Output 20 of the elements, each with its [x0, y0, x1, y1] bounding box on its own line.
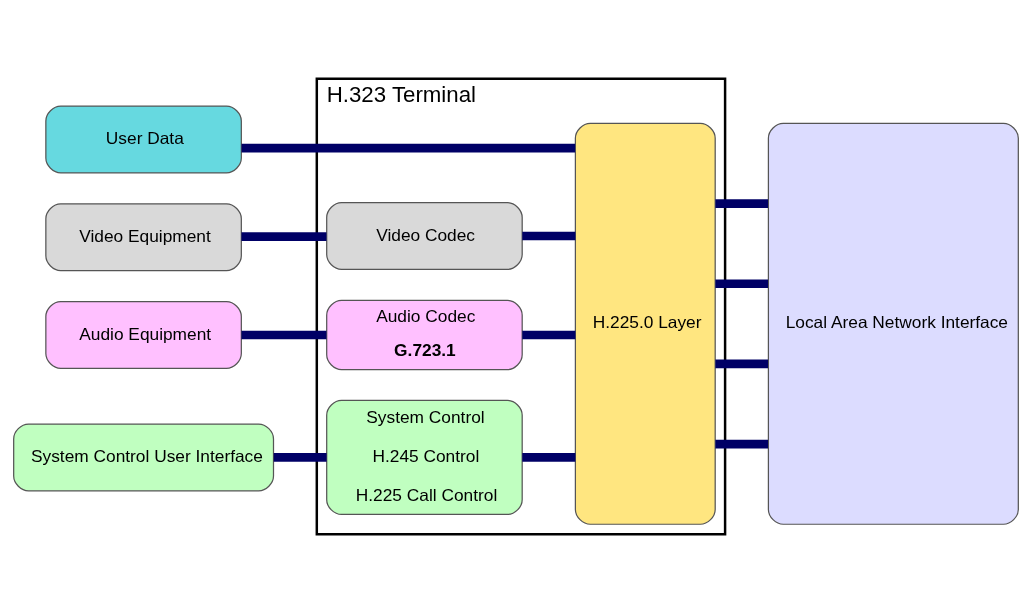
node-box: System Control H.245 Control H.225 Call Control: [326, 399, 523, 515]
connector: [241, 231, 327, 241]
connector: [715, 359, 768, 368]
connector: [715, 198, 768, 208]
node-box: H.225.0 Layer: [574, 122, 716, 525]
node-box: Audio Codec G.723.1: [326, 299, 523, 370]
node-box: User Data: [45, 104, 242, 173]
connector: [715, 278, 768, 288]
connector: [522, 231, 576, 240]
connector: [522, 330, 576, 339]
connector: [715, 439, 768, 448]
node-box: Video Equipment: [45, 202, 242, 271]
node-box: Local Area Network Interface: [767, 122, 1019, 525]
node-box: Video Codec: [326, 201, 523, 270]
connector: [273, 452, 327, 462]
node-box: System Control User Interface: [13, 422, 275, 491]
connector: [522, 452, 576, 462]
connector: [241, 330, 327, 339]
node-box: Audio Equipment: [45, 300, 242, 369]
connector: [241, 143, 576, 152]
